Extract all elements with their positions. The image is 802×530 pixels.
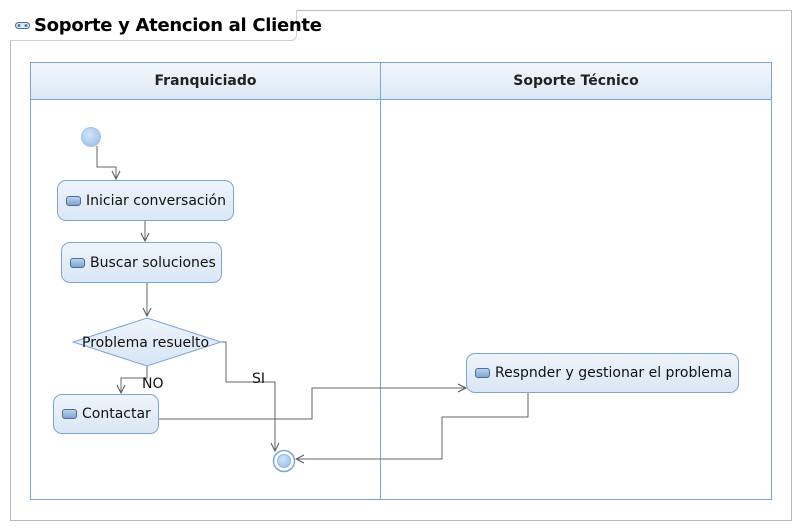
diagram-title-tab bbox=[10, 10, 297, 41]
action-icon bbox=[475, 368, 490, 378]
action-buscar-soluciones[interactable]: Buscar soluciones bbox=[61, 242, 222, 283]
action-icon bbox=[66, 195, 81, 206]
decision-label[interactable]: Problema resuelto bbox=[82, 335, 210, 351]
initial-node bbox=[81, 127, 101, 147]
lane-header-soporte-tecnico[interactable]: Soporte Técnico bbox=[381, 63, 771, 100]
edge-start-to-iniciar bbox=[96, 146, 116, 179]
edge-decision-no-to-contactar bbox=[121, 366, 148, 393]
action-iniciar-conversacion[interactable]: Iniciar conversación bbox=[57, 180, 234, 221]
edge-contactar-to-responder bbox=[158, 388, 466, 420]
lane-header-franquiciado[interactable]: Franquiciado bbox=[31, 63, 380, 100]
diagram-title: Soporte y Atencion al Cliente bbox=[34, 15, 322, 36]
guard-si-label: SI bbox=[252, 371, 266, 387]
action-label: Iniciar conversación bbox=[86, 192, 226, 209]
action-label: Respnder y gestionar el problema bbox=[495, 365, 733, 381]
edge-responder-to-final bbox=[296, 393, 529, 459]
action-icon bbox=[62, 409, 77, 419]
activity-diagram-icon bbox=[15, 22, 30, 29]
lane-divider bbox=[380, 63, 381, 499]
final-node-inner bbox=[277, 454, 291, 468]
action-label: Contactar bbox=[82, 406, 151, 422]
guard-no-label: NO bbox=[142, 376, 164, 392]
action-icon bbox=[70, 257, 85, 268]
action-label: Buscar soluciones bbox=[90, 254, 216, 271]
action-responder-gestionar[interactable]: Respnder y gestionar el problema bbox=[466, 353, 739, 393]
decision-node bbox=[71, 317, 223, 367]
action-contactar[interactable]: Contactar bbox=[53, 394, 159, 434]
edge-decision-si-to-final bbox=[221, 341, 275, 451]
